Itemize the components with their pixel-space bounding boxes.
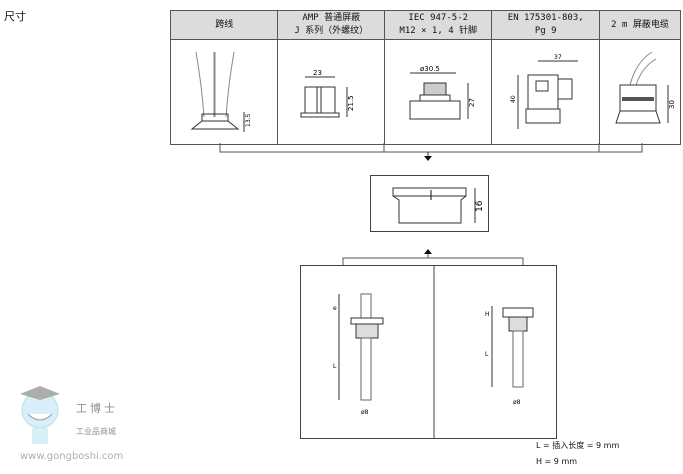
header-cable: 2 m 屏蔽电缆 xyxy=(599,10,681,40)
probe-right: H L ø8 xyxy=(485,306,534,406)
drawing-jumper: 13.5 xyxy=(169,39,279,145)
probe-left-l-label: L xyxy=(333,363,337,370)
probe-drawings: e L ø8 H L ø8 xyxy=(300,265,557,439)
note-h: H = 9 mm xyxy=(536,457,578,466)
probe-right-l-label: L xyxy=(485,351,489,358)
dim-label: 27 xyxy=(468,98,476,107)
probe-right-h-label: H xyxy=(485,311,490,318)
dim-label: 13.5 xyxy=(245,113,252,127)
drawing-amp: 23 21.5 xyxy=(277,39,385,145)
page-title: 尺寸 xyxy=(4,10,26,23)
probe-right-d-label: ø8 xyxy=(513,399,521,406)
drawing-cable: 30 xyxy=(599,39,681,145)
arrow-up-icon xyxy=(424,249,432,254)
drawing-en: 37 40 xyxy=(491,39,600,145)
probe-left-e-label: e xyxy=(333,305,337,312)
head-drawing: 16 xyxy=(370,175,489,232)
dim-label: 21.5 xyxy=(347,95,355,111)
probe-left: e L ø8 xyxy=(333,293,384,416)
header-en: EN 175301-803,Pg 9 xyxy=(491,10,600,40)
dim-label: 30 xyxy=(668,100,676,109)
head-dim-label: 16 xyxy=(475,200,485,212)
watermark-logo: 工博士 工业品商城 www.gongboshi.com xyxy=(14,384,123,462)
dim-label: 23 xyxy=(313,69,322,77)
dim-label: 37 xyxy=(554,54,562,61)
watermark-url: www.gongboshi.com xyxy=(20,451,124,462)
arrow-down-icon xyxy=(424,156,432,161)
watermark-brand: 工博士 xyxy=(76,402,118,415)
dim-label: ø30.5 xyxy=(420,65,440,73)
probe-left-d-label: ø8 xyxy=(361,409,369,416)
watermark-sub: 工业品商城 xyxy=(76,427,116,436)
mascot-icon xyxy=(20,386,60,444)
drawing-iec: ø30.5 27 xyxy=(383,39,493,145)
dim-label: 40 xyxy=(510,95,517,103)
note-insertion-length: L = 插入长度 = 9 mm xyxy=(536,441,620,450)
